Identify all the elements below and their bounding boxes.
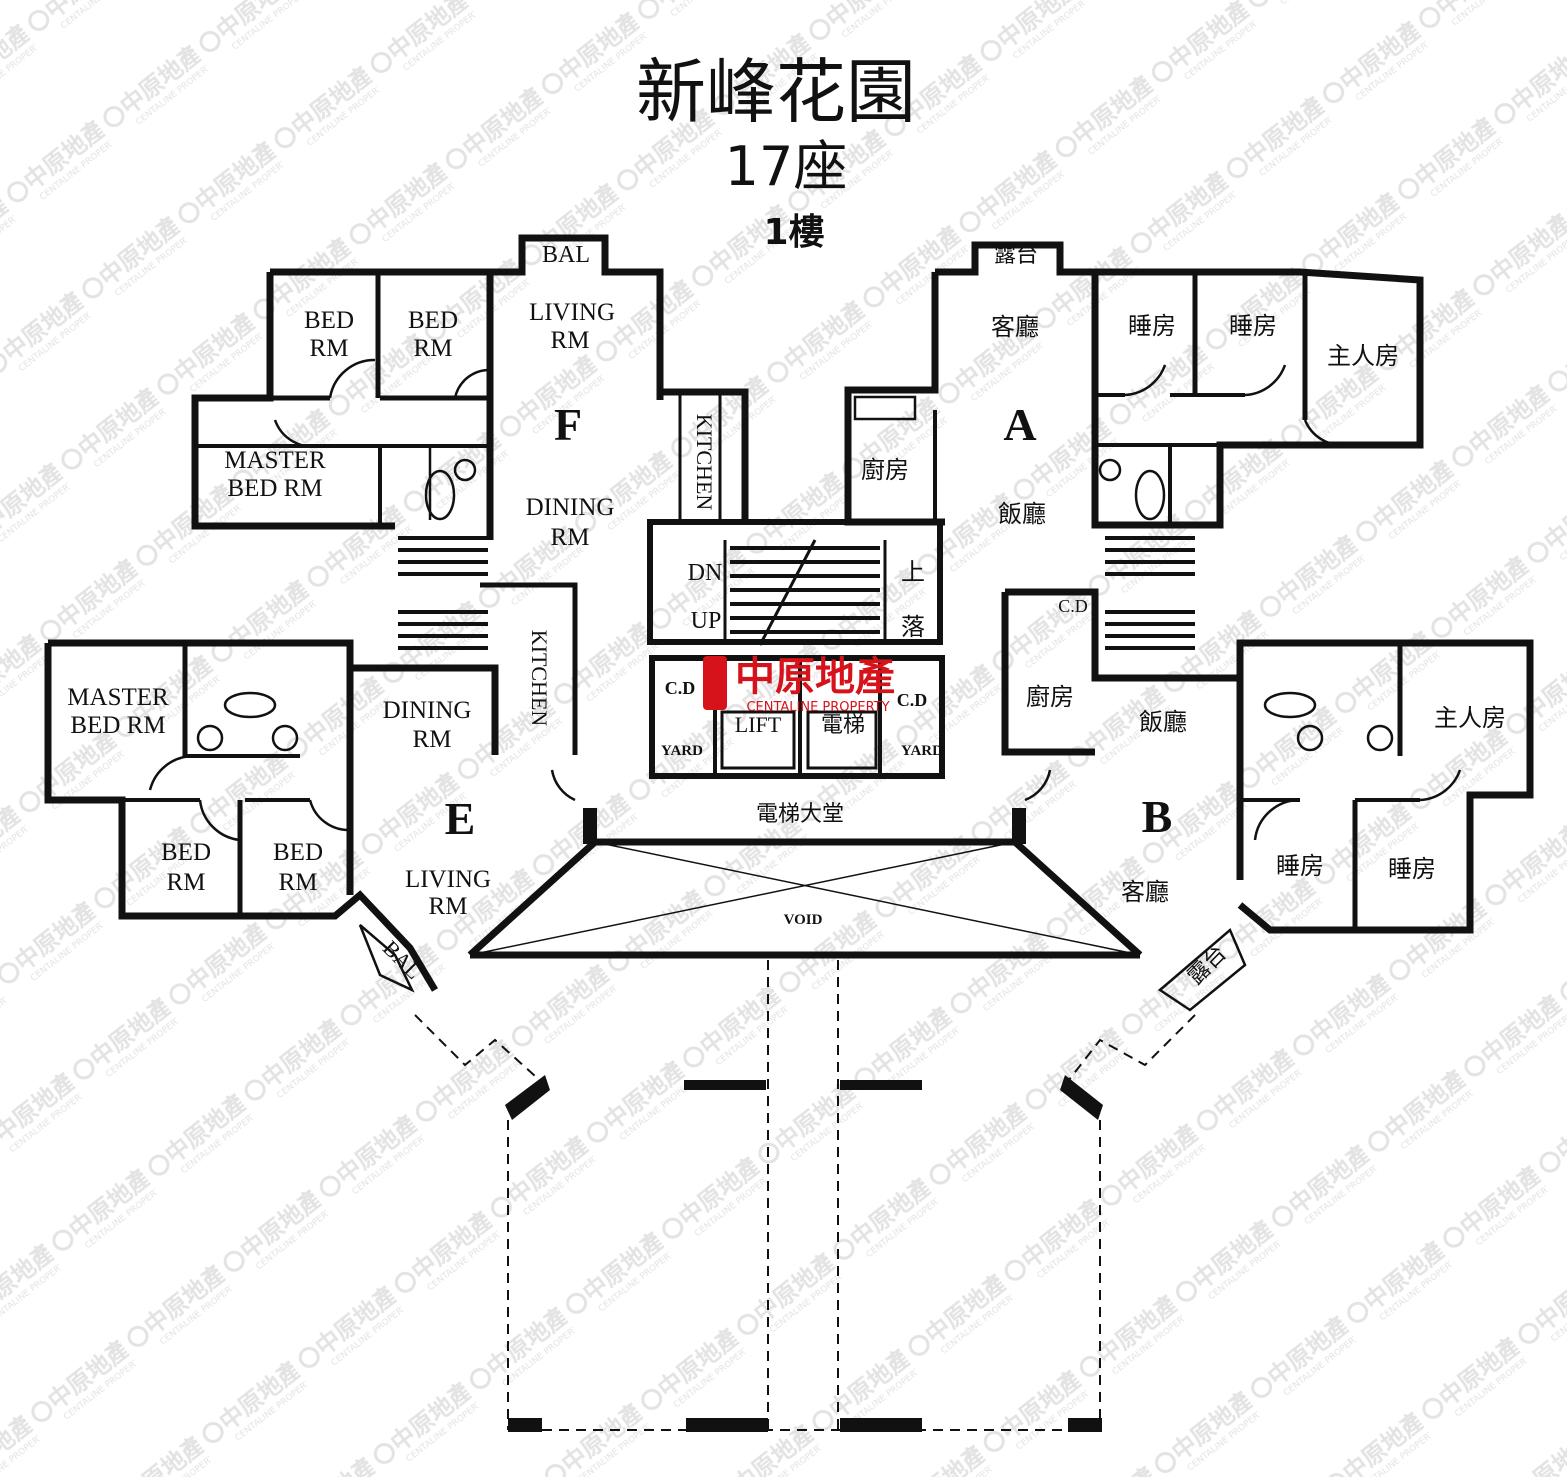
unit-e-doors <box>148 691 415 993</box>
unit-a-dining-label: 飯廳 <box>998 500 1046 528</box>
unit-b-letter: B <box>1142 791 1173 842</box>
unit-f-bed2-label-2: RM <box>414 335 453 362</box>
logo-en-text: CENTALINE PROPERTY <box>746 700 889 715</box>
stair-up-cn-label: 上 <box>901 558 925 586</box>
stair-treads <box>730 539 880 646</box>
void-label: VOID <box>784 912 823 928</box>
stair-down-label: DN <box>688 560 723 586</box>
unit-b-bed1-label: 睡房 <box>1276 852 1324 880</box>
estate-name: 新峰花園 <box>636 51 916 133</box>
unit-e-master-label-2: BED RM <box>70 712 165 739</box>
lift-en-label: LIFT <box>735 712 782 737</box>
unit-f-bed1-label-2: RM <box>310 335 349 362</box>
unit-e-bed1-label-2: RM <box>167 869 206 896</box>
unit-e-kitchen-label: KITCHEN <box>527 630 552 727</box>
unit-b-dining-label: 飯廳 <box>1139 708 1187 736</box>
unit-e-dining-label-1: DINING <box>383 697 472 724</box>
unit-f-living-label-2: RM <box>551 327 590 354</box>
stair-up-label: UP <box>691 608 722 634</box>
unit-b-doors <box>1157 691 1462 1012</box>
podium-solid <box>505 1075 1103 1432</box>
title-block: 新峰花園 17座 1樓 <box>636 51 916 253</box>
unit-f-walls <box>191 234 749 540</box>
walls <box>44 234 1534 1432</box>
unit-f-dining-label-1: DINING <box>526 494 615 521</box>
unit-f-bed1-label-1: BED <box>304 307 354 334</box>
centaline-logo: 中原地產 CENTALINE PROPERTY <box>703 654 895 715</box>
podium-dashed <box>414 960 1196 1431</box>
unit-a-letter: A <box>1003 399 1036 450</box>
labels: BAL LIVING RM F DINING RM KITCHEN MASTER… <box>67 242 1506 990</box>
unit-a-kitchen-label: 廚房 <box>861 456 909 484</box>
unit-e-living-label-2: RM <box>429 893 468 920</box>
unit-f-dining-label-2: RM <box>551 524 590 551</box>
unit-e-letter: E <box>445 793 476 844</box>
unit-b-kitchen-label: 廚房 <box>1026 683 1074 711</box>
cd-left-label: C.D <box>665 678 696 698</box>
lobby-void <box>467 769 1143 959</box>
unit-a-balcony-label: 露台 <box>994 243 1038 268</box>
unit-f-master-label-2: BED RM <box>227 475 322 502</box>
stair-down-cn-label: 落 <box>901 613 925 641</box>
unit-e-bed2-label-2: RM <box>279 869 318 896</box>
unit-f-kitchen-label: KITCHEN <box>692 414 717 511</box>
unit-f-bed2-label-1: BED <box>408 307 458 334</box>
yard-left-label: YARD <box>661 743 703 759</box>
unit-f-letter: F <box>554 399 582 450</box>
unit-a-living-label: 客廳 <box>991 313 1039 341</box>
logo-cn-text: 中原地產 <box>735 654 895 700</box>
block-number: 17座 <box>725 135 848 198</box>
unit-e-walls <box>44 582 578 992</box>
unit-a-walls <box>844 241 1424 529</box>
unit-b-bed2-label: 睡房 <box>1388 855 1436 883</box>
lift-lobby-label: 電梯大堂 <box>756 802 844 827</box>
unit-a-doors <box>853 364 1346 521</box>
cd-right-label: C.D <box>897 690 928 710</box>
logo-mark-icon <box>703 656 727 710</box>
yard-right-label: YARD <box>901 743 943 759</box>
unit-b-walls <box>1001 588 1534 934</box>
unit-b-living-label: 客廳 <box>1121 878 1169 906</box>
lift-cn-label: 電梯 <box>821 713 865 738</box>
unit-a-bed1-label: 睡房 <box>1128 312 1176 340</box>
unit-a-master-label: 主人房 <box>1327 342 1399 370</box>
floor-number: 1樓 <box>763 212 824 253</box>
unit-f-master-label-1: MASTER <box>224 447 326 474</box>
unit-e-living-label-1: LIVING <box>405 866 491 893</box>
unit-e-bed1-label-1: BED <box>161 839 211 866</box>
unit-e-dining-label-2: RM <box>413 726 452 753</box>
unit-f-living-label-1: LIVING <box>529 299 615 326</box>
side-stairs <box>398 536 1195 650</box>
unit-b-master-label: 主人房 <box>1434 704 1506 732</box>
cd-unit-a-label: C.D <box>1058 596 1088 616</box>
unit-f-balcony-label: BAL <box>542 242 590 268</box>
unit-f-doors <box>273 358 491 521</box>
unit-e-bed2-label-1: BED <box>273 839 323 866</box>
unit-a-bed2-label: 睡房 <box>1229 312 1277 340</box>
unit-e-master-label-1: MASTER <box>67 684 169 711</box>
